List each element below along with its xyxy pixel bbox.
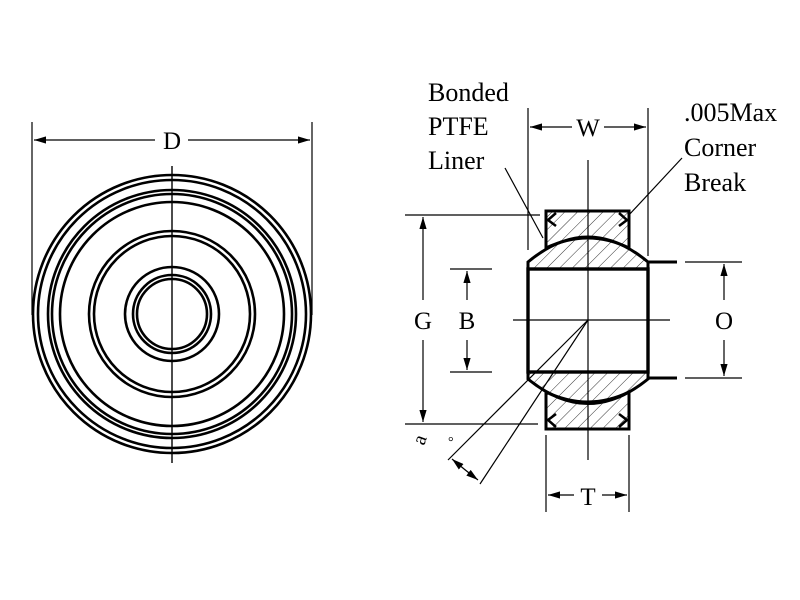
angle-arc [451, 458, 479, 481]
corner-leader [627, 157, 683, 217]
section-view [405, 108, 742, 512]
seal-marks [546, 212, 629, 428]
dimension-o-label: O [715, 308, 733, 335]
angle-line-2 [479, 319, 589, 485]
dimension-t-label: T [580, 484, 595, 511]
liner-callout-line-3: Liner [428, 146, 485, 175]
angle-line-1 [447, 319, 589, 461]
dimension-b-label: B [459, 308, 476, 335]
liner-callout-line-2: PTFE [428, 112, 489, 141]
corner-callout: .005Max Corner Break [684, 98, 777, 197]
corner-callout-line-1: .005Max [684, 98, 777, 127]
angle-degree-label: ° [448, 435, 454, 450]
liner-leader [504, 167, 544, 239]
front-view [31, 122, 313, 463]
corner-callout-line-2: Corner [684, 133, 757, 162]
corner-callout-line-3: Break [684, 168, 746, 197]
dimension-w-label: W [576, 115, 600, 142]
dimension-d-label: D [163, 128, 181, 155]
liner-callout: Bonded PTFE Liner [428, 78, 509, 175]
dimension-g-label: G [414, 308, 432, 335]
liner-callout-line-1: Bonded [428, 78, 509, 107]
angle-a-label: a [408, 432, 432, 448]
